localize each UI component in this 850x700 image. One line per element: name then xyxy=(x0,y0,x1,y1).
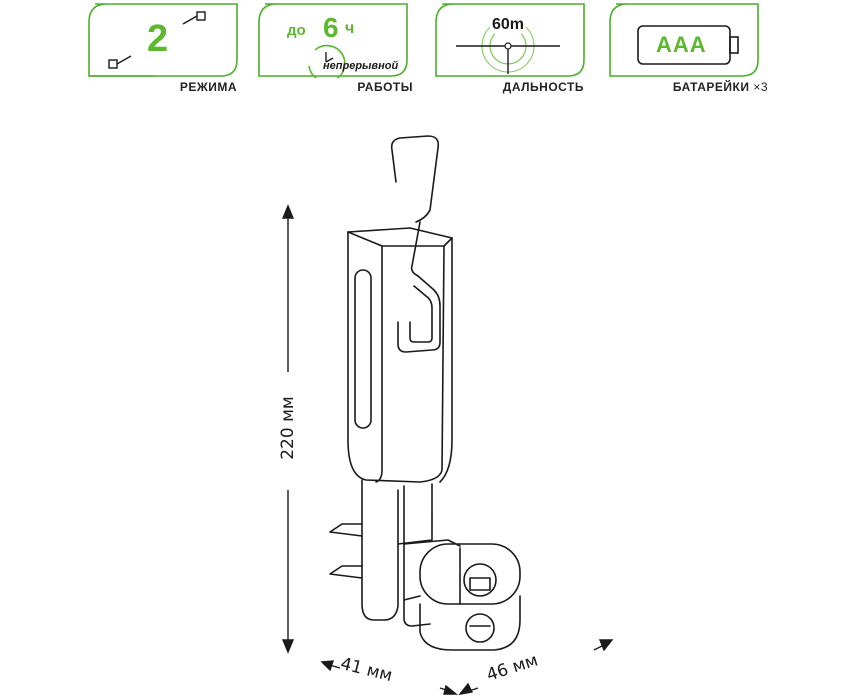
badge-frame xyxy=(258,3,408,77)
clock-icon xyxy=(308,44,346,78)
runtime-label: РАБОТЫ xyxy=(357,80,413,94)
runtime-sub: непрерывной xyxy=(323,60,399,72)
battery-value: AAA xyxy=(656,32,707,57)
lamp-body xyxy=(347,227,453,483)
battery-label: БАТАРЕЙКИ ×3 xyxy=(673,80,768,94)
height-dimension-line xyxy=(281,204,295,654)
mode-switch-icon xyxy=(108,11,206,69)
feature-badge-runtime: до 6 ч непрерывной РАБОТЫ xyxy=(255,0,415,94)
hook xyxy=(390,135,441,353)
runtime-prefix: до xyxy=(287,22,306,39)
battery-multiplier: ×3 xyxy=(753,80,768,94)
modes-number: 2 xyxy=(147,18,169,60)
battery-icon xyxy=(637,25,739,65)
modes-label: РЕЖИМА xyxy=(179,80,237,94)
range-label: ДАЛЬНОСТЬ xyxy=(502,80,584,94)
badge-frame xyxy=(435,3,585,77)
badge-frame xyxy=(609,3,759,77)
lamp-stand xyxy=(329,479,433,627)
depth-dimension-line xyxy=(458,639,614,695)
feature-badge-battery: AAA БАТАРЕЙКИ ×3 xyxy=(606,0,768,94)
feature-badge-modes: 2 РЕЖИМА xyxy=(85,0,245,94)
feature-badge-range: 60m ДАЛЬНОСТЬ xyxy=(432,0,592,94)
badge-frame xyxy=(88,3,238,77)
height-dimension-label: 220 мм xyxy=(278,396,298,460)
runtime-unit: ч xyxy=(345,20,355,37)
led-strip xyxy=(354,269,372,429)
width-dimension-line xyxy=(320,660,458,695)
lamp-base xyxy=(403,539,521,651)
battery-label-text: БАТАРЕЙКИ xyxy=(672,80,750,94)
range-value: 60m xyxy=(490,16,527,34)
runtime-number: 6 xyxy=(323,12,339,43)
